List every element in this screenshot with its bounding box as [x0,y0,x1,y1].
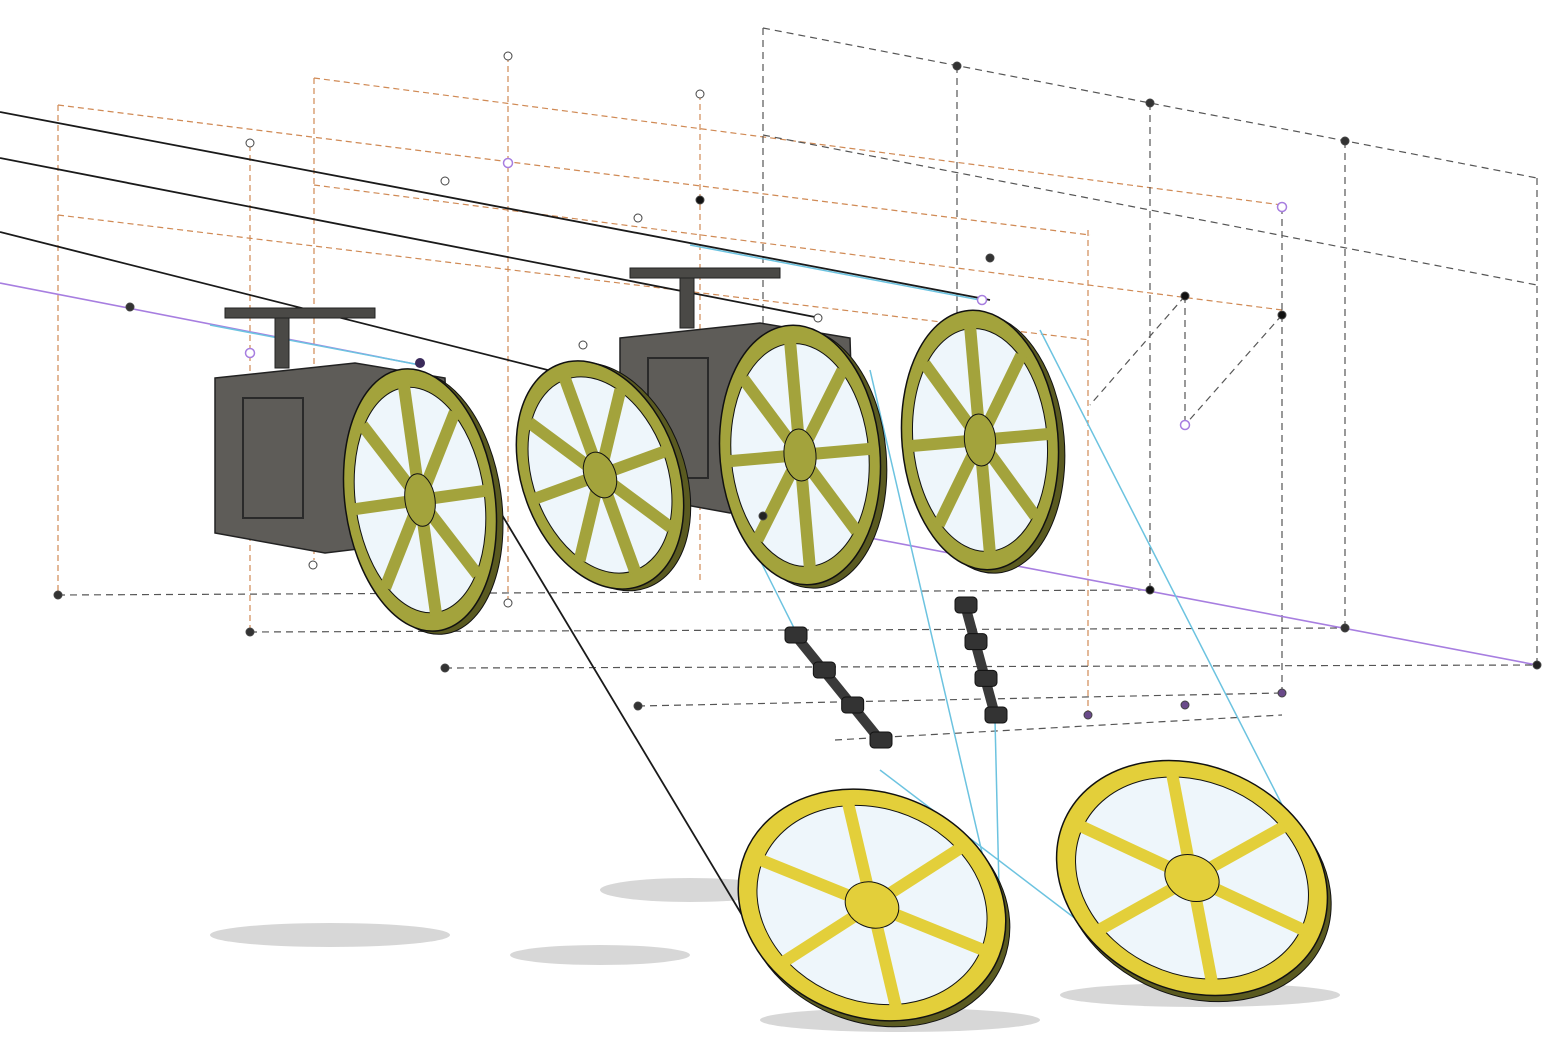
clip-assemblies [784,596,1008,749]
sketch-point-purple [1179,419,1191,431]
olive-wheel [718,324,888,589]
wheel-hub [844,881,900,929]
wheel-hub [1164,854,1220,902]
shadow [510,945,690,965]
sketch-point-purple [244,347,256,359]
sketch-point [1180,291,1190,301]
grey-sketch-line [57,589,1151,596]
hanger-post [679,277,695,329]
sketch-point [1145,98,1155,108]
sketch-point [503,598,513,608]
clip-roller [954,596,978,614]
sketch-points [53,51,1542,720]
sketch-point [578,340,588,350]
hanger-bar [224,307,376,319]
grey-sketch-line [1089,295,1186,406]
cable-line [0,157,821,319]
sketch-point-purple [1276,201,1288,213]
sketch-point [1277,688,1287,698]
clip-roller [964,633,988,651]
sketch-point [1340,623,1350,633]
blue-constraint-line [689,244,981,301]
sketch-point [1532,660,1542,670]
sketch-point [440,176,450,186]
clip-roller [841,696,865,714]
olive-wheel [900,309,1066,574]
wheel-hub [404,473,436,527]
wheels [342,309,1332,1028]
olive-wheel [515,360,692,592]
sketch-point [952,61,962,71]
sketch-point [503,51,513,61]
clip-roller [984,706,1008,724]
sketch-point [813,313,823,323]
yellow-wheel [737,788,1011,1028]
gondola-window [242,397,304,519]
blue-constraint-line [869,369,1001,931]
wheel-hub [963,413,997,467]
sketch-point-purple [976,294,988,306]
clip-rail [960,603,1000,717]
orange-sketch-line [57,104,1091,236]
clip-roller [869,731,893,749]
hanger-post [274,317,290,369]
blue-constraint-line [1039,329,1301,841]
wheel-hub [783,428,817,482]
blue-constraint-line [879,769,1111,946]
sketch-point [1340,136,1350,146]
sketch-point [985,253,995,263]
sketch-point [1145,585,1155,595]
orange-sketch-line [57,214,1091,341]
sketch-point [308,560,318,570]
shadow [600,878,780,902]
sketch-point [440,663,450,673]
sketch-point [1180,700,1190,710]
clip-roller [974,669,998,687]
clip-rail [791,631,884,744]
blue-constraint-line [209,324,421,366]
clip-roller [812,661,836,679]
hanger-bar [629,267,781,279]
sketch-point [245,138,255,148]
grey-sketch-line [1184,314,1283,426]
shadow [210,923,450,947]
sketch-point [633,701,643,711]
sketch-point [695,89,705,99]
sketch-point [633,213,643,223]
clip-roller [784,626,808,644]
sketch-point [245,627,255,637]
orange-sketch-line [313,184,1283,311]
grey-sketch-line [444,664,1538,669]
grey-sketch-line [834,714,1283,741]
sketch-point [758,511,768,521]
sketch-point [695,195,705,205]
sketch-lines [0,27,1538,946]
cable-line [0,111,991,301]
sketch-point [1277,310,1287,320]
sketch-point-purple [502,157,514,169]
olive-wheel [342,368,504,635]
yellow-wheel [1055,759,1332,1003]
wheel-hub [582,451,618,499]
sketch-point [125,302,135,312]
sketch-point [1083,710,1093,720]
sketch-point [53,590,63,600]
orange-sketch-line [313,77,1283,206]
sketch-point-purple [415,358,425,368]
